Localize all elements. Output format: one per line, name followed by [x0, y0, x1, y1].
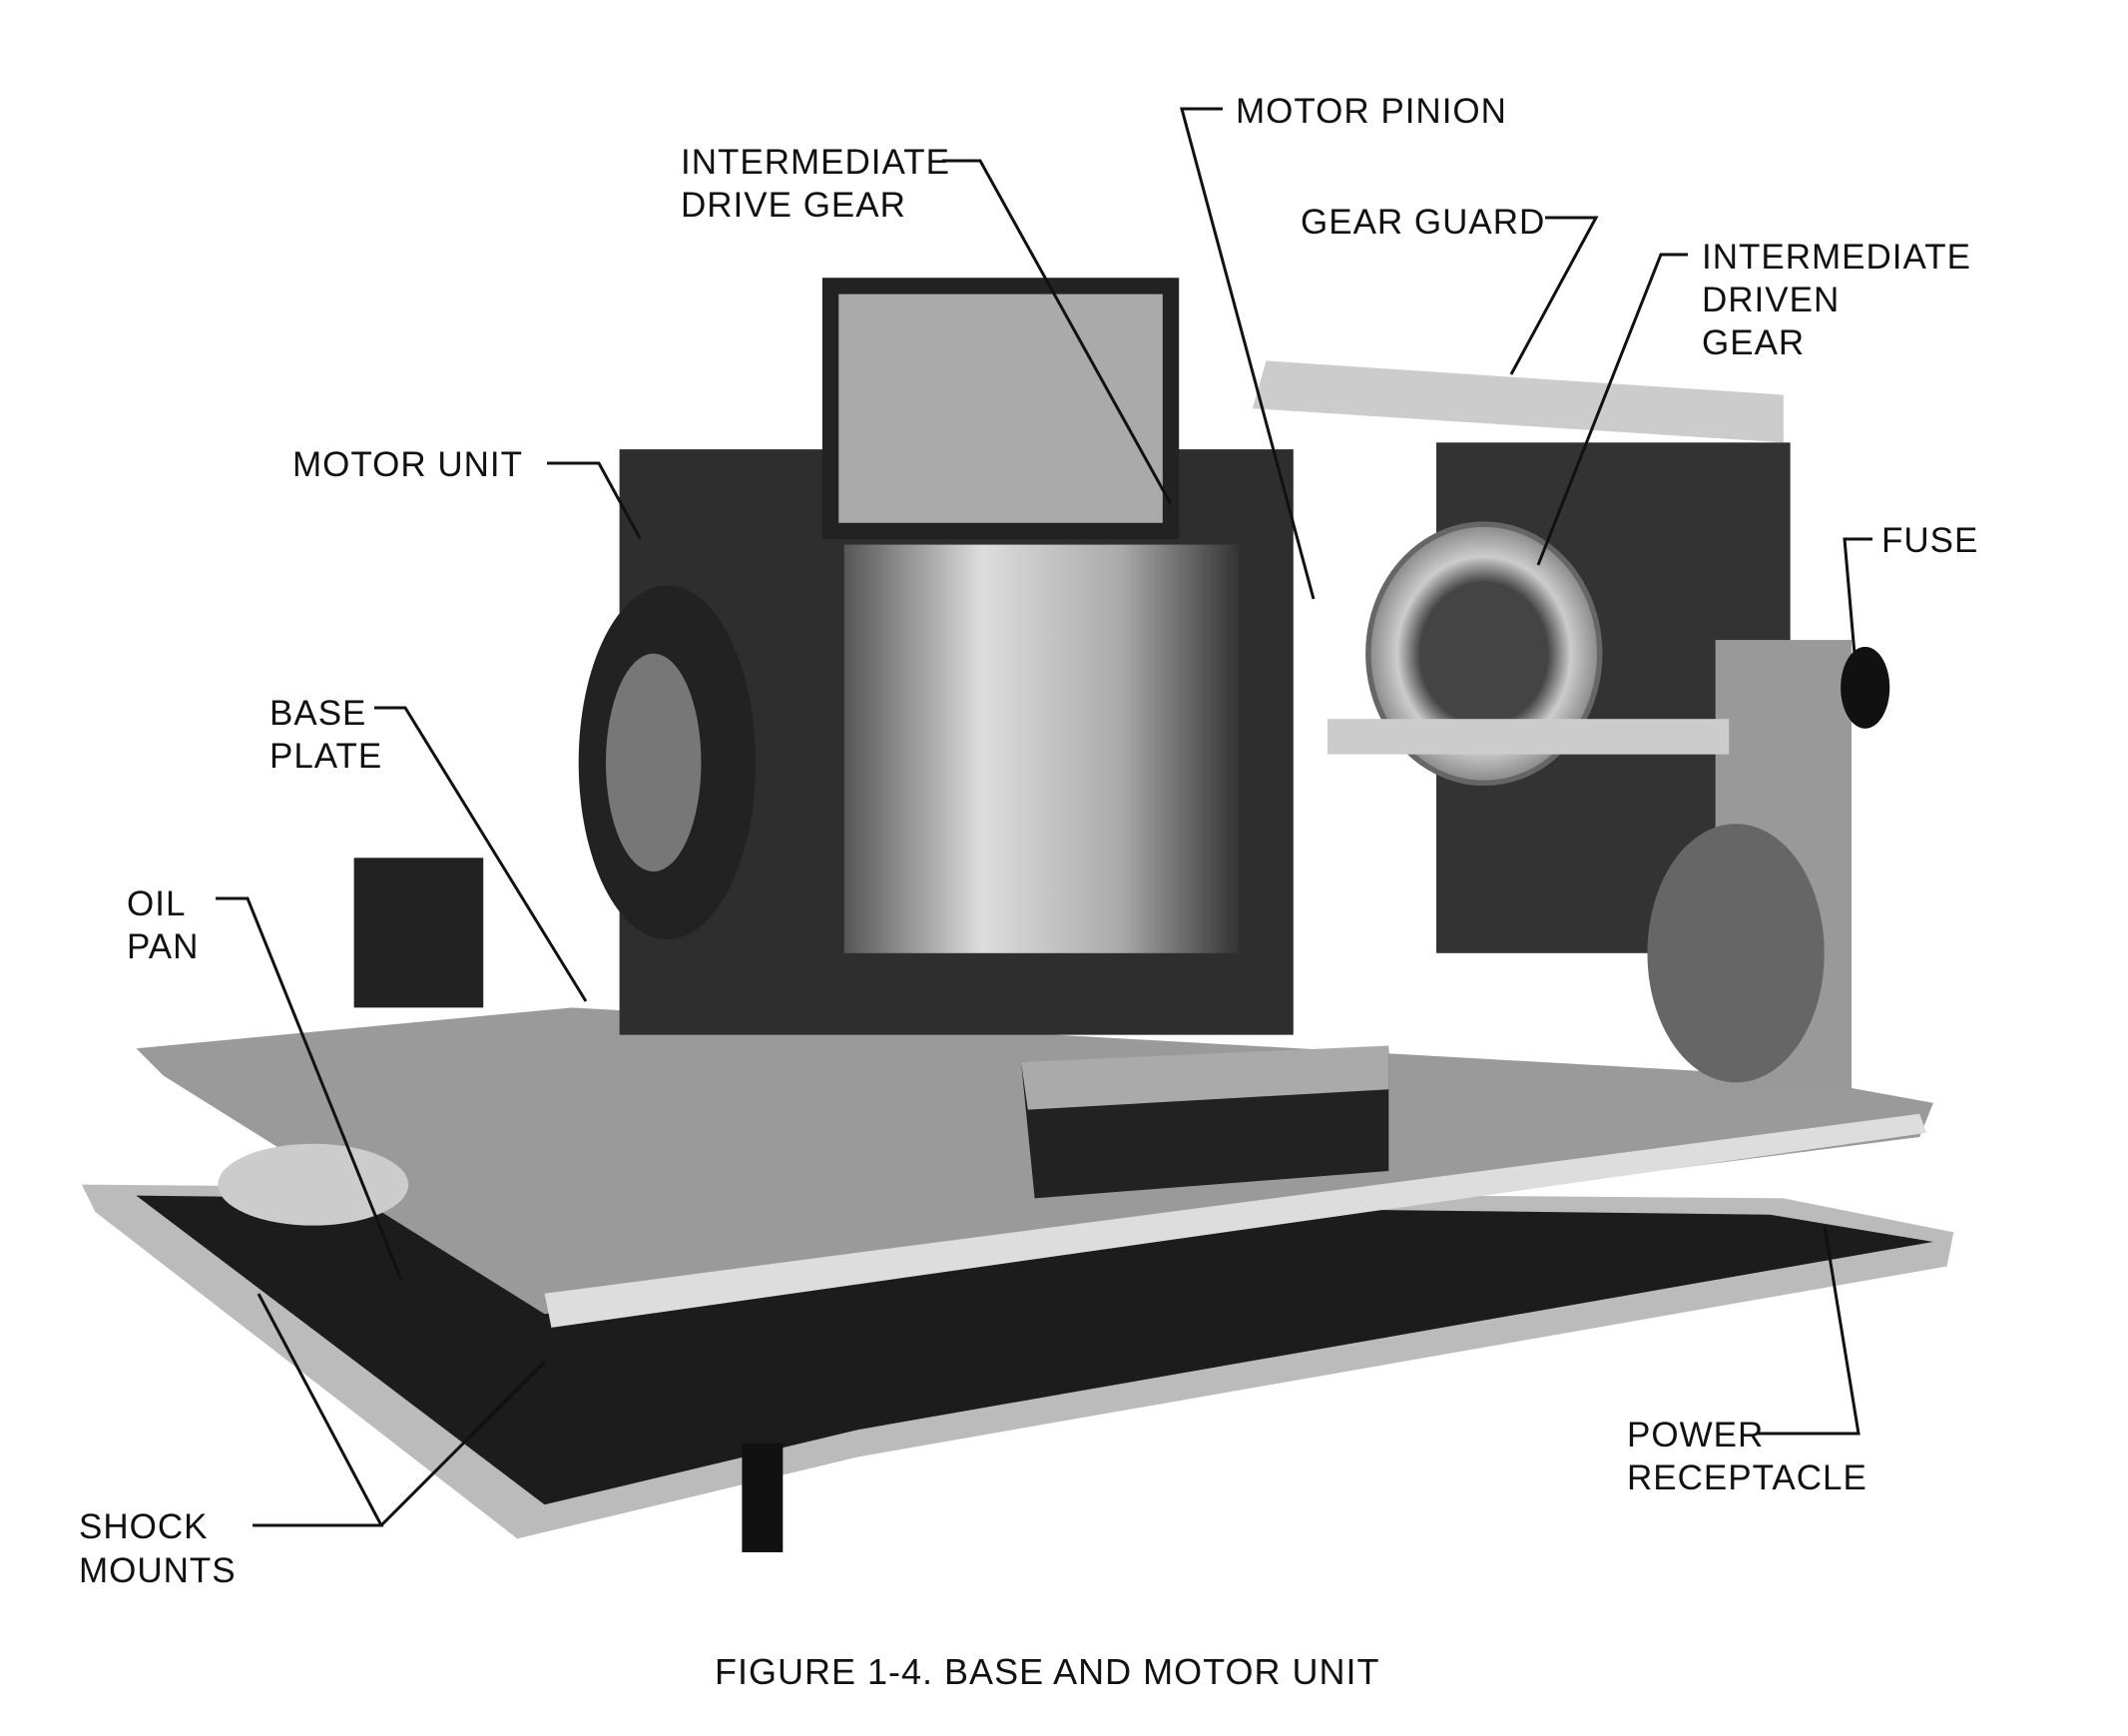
machine-photo	[81, 278, 1954, 1552]
gear-guard-top	[1252, 360, 1784, 443]
label-shock-mounts-1: SHOCK	[79, 1507, 208, 1546]
motor-end-cap	[605, 653, 702, 871]
label-intermediate-drive-gear-2: DRIVE GEAR	[681, 186, 906, 225]
intermediate-driven-gear	[1365, 521, 1603, 787]
shock-mount	[742, 1443, 784, 1552]
connector-box	[353, 858, 484, 1008]
label-intermediate-driven-gear-1: INTERMEDIATE	[1702, 238, 1971, 277]
terminal-block-top	[1021, 1045, 1389, 1110]
motor-cylinder	[843, 544, 1240, 953]
gear-wheel	[1647, 824, 1825, 1083]
label-power-receptacle-2: RECEPTACLE	[1627, 1458, 1867, 1497]
motor-top-box	[821, 278, 1180, 540]
label-power-receptacle-1: POWER	[1627, 1416, 1764, 1454]
label-intermediate-driven-gear-2: DRIVEN	[1702, 281, 1840, 319]
base-plate-rail	[544, 1113, 1927, 1328]
capacitor	[218, 1143, 409, 1226]
label-intermediate-drive-gear-1: INTERMEDIATE	[681, 143, 950, 182]
label-motor-pinion: MOTOR PINION	[1236, 92, 1507, 131]
label-gear-guard: GEAR GUARD	[1301, 203, 1545, 242]
leader-lines	[216, 107, 1872, 1527]
fuse-cap	[1841, 646, 1890, 729]
label-intermediate-driven-gear-3: GEAR	[1702, 323, 1805, 362]
label-oil-pan-1: OIL	[127, 884, 186, 923]
figure-caption: FIGURE 1-4. BASE AND MOTOR UNIT	[715, 1651, 1379, 1692]
label-shock-mounts-2: MOUNTS	[79, 1551, 237, 1590]
drive-shaft	[1327, 719, 1730, 755]
label-base-plate-2: PLATE	[269, 737, 382, 776]
label-oil-pan-2: PAN	[127, 927, 199, 966]
label-fuse: FUSE	[1881, 521, 1978, 560]
label-motor-unit: MOTOR UNIT	[292, 445, 523, 484]
label-base-plate-1: BASE	[269, 694, 366, 733]
